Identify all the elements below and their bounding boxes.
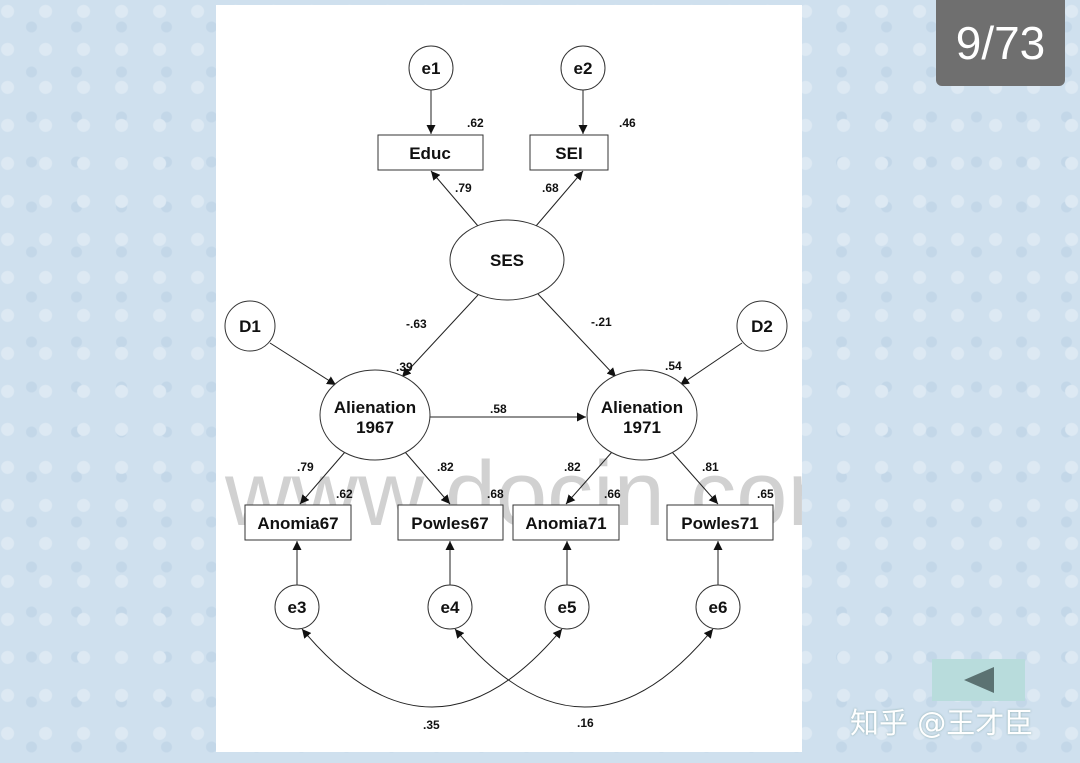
arrow-d2-alien71 — [679, 342, 743, 386]
label-alien67-line1: Alienation — [334, 398, 416, 417]
observed-anomia71 — [512, 504, 620, 541]
slide: www.docin.com — [216, 5, 802, 752]
label-e4: e4 — [441, 598, 460, 617]
page-counter: 9/73 — [936, 0, 1065, 86]
r2-powles71: .65 — [757, 487, 774, 501]
r2-sei: .46 — [619, 116, 636, 130]
cov-e4-e6: .16 — [577, 716, 594, 730]
label-powles71: Powles71 — [681, 514, 759, 533]
arrow-ses-sei — [535, 170, 584, 227]
path-alien67-anomia67: .79 — [297, 460, 314, 474]
credit-watermark: 知乎 @王才臣 — [850, 706, 1034, 740]
label-e5: e5 — [558, 598, 577, 617]
label-sei: SEI — [555, 144, 582, 163]
path-alien71-powles71: .81 — [702, 460, 719, 474]
error-node-e3 — [274, 584, 320, 630]
observed-sei — [529, 134, 609, 171]
path-ses-educ: .79 — [455, 181, 472, 195]
error-node-e2 — [560, 45, 606, 91]
covariance-e4-e6 — [454, 628, 714, 708]
observed-anomia67 — [244, 504, 352, 541]
r2-alien67: .39 — [396, 360, 413, 374]
previous-page-button[interactable] — [932, 659, 1025, 701]
label-e2: e2 — [574, 59, 593, 78]
label-d1: D1 — [239, 317, 261, 336]
observed-powles67 — [397, 504, 504, 541]
label-anomia71: Anomia71 — [525, 514, 606, 533]
label-alien71-line1: Alienation — [601, 398, 683, 417]
observed-educ — [377, 134, 484, 171]
r2-powles67: .68 — [487, 487, 504, 501]
path-ses-alien67: -.63 — [406, 317, 427, 331]
arrow-ses-educ — [430, 170, 479, 227]
label-anomia67: Anomia67 — [257, 514, 338, 533]
label-e1: e1 — [422, 59, 441, 78]
arrow-alien67-powles67 — [404, 451, 451, 505]
r2-anomia71: .66 — [604, 487, 621, 501]
arrow-ses-alien71 — [537, 293, 617, 378]
latent-ses — [449, 219, 565, 301]
observed-powles71 — [666, 504, 774, 541]
label-powles67: Powles67 — [411, 514, 489, 533]
path-alien71-anomia71: .82 — [564, 460, 581, 474]
r2-anomia67: .62 — [336, 487, 353, 501]
path-ses-alien71: -.21 — [591, 315, 612, 329]
label-e3: e3 — [288, 598, 307, 617]
r2-educ: .62 — [467, 116, 484, 130]
arrow-alien71-anomia71 — [565, 451, 613, 505]
latent-alienation-1967 — [319, 369, 431, 461]
cov-e3-e5: .35 — [423, 718, 440, 732]
latent-alienation-1971 — [586, 369, 698, 461]
error-node-e4 — [427, 584, 473, 630]
label-alien67-line2: 1967 — [356, 418, 394, 437]
disturbance-node-d2 — [736, 300, 788, 352]
label-d2: D2 — [751, 317, 773, 336]
arrow-alien67-anomia67 — [299, 451, 346, 505]
triangle-left-icon — [964, 667, 994, 693]
arrow-alien71-powles71 — [671, 451, 719, 505]
label-e6: e6 — [709, 598, 728, 617]
arrow-d1-alien67 — [269, 342, 337, 386]
r2-alien71: .54 — [665, 359, 682, 373]
label-alien71-line2: 1971 — [623, 418, 661, 437]
error-node-e6 — [695, 584, 741, 630]
label-ses: SES — [490, 251, 524, 270]
error-node-e1 — [408, 45, 454, 91]
path-ses-sei: .68 — [542, 181, 559, 195]
path-alien67-alien71: .58 — [490, 402, 507, 416]
error-node-e5 — [544, 584, 590, 630]
covariance-e3-e5 — [301, 628, 563, 708]
disturbance-node-d1 — [224, 300, 276, 352]
arrow-ses-alien67 — [401, 294, 479, 378]
path-alien67-powles67: .82 — [437, 460, 454, 474]
sem-path-diagram: www.docin.com — [224, 45, 802, 732]
label-educ: Educ — [409, 144, 451, 163]
